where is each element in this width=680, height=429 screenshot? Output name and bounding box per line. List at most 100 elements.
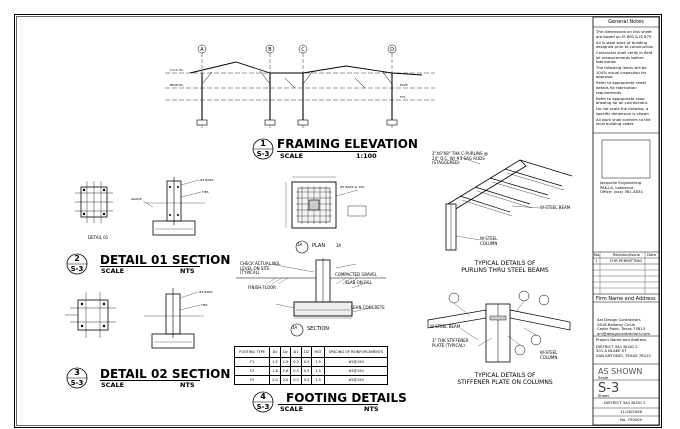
note-5: Refer to appropriate sheet details for f… (596, 80, 647, 95)
detail01-callout-sheet: S-3 (70, 265, 84, 273)
table-cell: 0.5 (300, 357, 313, 367)
svg-text:EAVE: EAVE (400, 83, 408, 87)
section-tag-bubble (290, 323, 304, 337)
firm-line-4: ani@designcontractors.com (597, 330, 651, 336)
table-cell: 0.3 (290, 366, 302, 376)
table-row: F1 1.5 1.5 0.3 0.5 1.5 #5@150 (233, 357, 388, 367)
rev-header-date: Date (647, 252, 657, 257)
note-6: Refer to appropriate shop drawing for al… (596, 95, 648, 106)
footing-note-2: COMPACTED GRAVEL (335, 272, 378, 277)
purlin-beam-label: W-STEEL BEAM (540, 205, 571, 210)
footing-details-title: FOOTING DETAILS (286, 391, 407, 405)
detail02-callout-bubble (66, 367, 88, 389)
firm-line-3: Cedar Point, Texas 75813 (597, 326, 646, 332)
section-tag: 3A (292, 325, 298, 330)
purlin-caption-line-1: TYPICAL DETAILS OF (474, 260, 536, 267)
footing-note-1: CHECK ACTUAL NGL LEVEL ON SITE (TYPICAL) (240, 261, 281, 276)
footing-callout-bubble (252, 391, 274, 413)
detail01-callout-bubble (66, 253, 88, 275)
grid-label-d: D (390, 47, 394, 53)
general-notes-title: General Notes (608, 19, 644, 25)
detail01-title-underline (100, 266, 200, 267)
detail02-callout-number: 3 (74, 368, 80, 377)
table-row: F2 1.8 1.8 0.3 0.5 1.5 #5@150 (233, 366, 388, 376)
note-2: All is steel work of building designed p… (596, 39, 654, 50)
plan-tag: 3A (297, 242, 303, 247)
note-3: Contractor shall verify in field all mea… (596, 50, 653, 65)
framing-callout-number: 1 (260, 139, 266, 148)
framing-callout-bubble (252, 138, 274, 160)
table-cell: 2.0 (269, 375, 281, 385)
svg-text:#5 BARS @ 150: #5 BARS @ 150 (340, 185, 364, 189)
scale-label: Scale (598, 375, 609, 380)
detail-01-title: DETAIL 01 SECTION (100, 253, 231, 267)
schedule-header-row: FOOTING TYPE Dx Dy D1 D2 HGT SPACING OF … (233, 346, 388, 358)
footing-scale-value: NTS (364, 405, 379, 413)
framing-elevation-title: FRAMING ELEVATION (277, 137, 418, 151)
detail02-scale-label: SCALE (101, 381, 125, 389)
table-cell: 1.8 (279, 366, 292, 376)
schedule-header-cell: Dx (269, 346, 281, 358)
framing-callout-sheet: S-3 (256, 150, 270, 158)
grid-label-a: A (200, 47, 204, 53)
detail02-callout-sheet: S-3 (70, 379, 84, 387)
svg-text:BEAM EL.: BEAM EL. (170, 83, 184, 87)
table-cell: 0.5 (300, 375, 313, 385)
engineer-line-2: PAK-LA, Lawrence (600, 184, 634, 190)
svg-text:TIES: TIES (201, 190, 209, 194)
table-cell: 0.5 (300, 366, 313, 376)
table-cell: 1.5 (311, 357, 325, 367)
framing-title-underline (277, 151, 377, 152)
detail02-title-underline (100, 380, 200, 381)
scale-value: AS SHOWN (598, 367, 643, 376)
sheet-number: S-3 (598, 381, 620, 396)
note-4: The following items will be 100% visual … (596, 65, 647, 80)
bottom-number: No. 750000 (620, 417, 643, 422)
footing-note-5: LEAN CONCRETE (351, 305, 385, 310)
grid-label-b: B (268, 47, 272, 53)
table-row: F3 2.0 2.0 0.3 0.5 1.5 #5@150 (233, 375, 388, 385)
framing-scale-label: SCALE (280, 152, 304, 160)
table-cell: F2 (233, 366, 271, 376)
footing-plan-drawing: #5 BARS @ 150 (285, 176, 367, 229)
purlin-column-label: W-STEEL COLUMN (480, 236, 498, 246)
schedule-header-cell: D1 (290, 346, 302, 358)
svg-text:#5 BARS: #5 BARS (200, 178, 214, 182)
note-8: All work shall conform to the local buil… (596, 116, 651, 127)
firm-line-2: 2818 Bellamy Circle (597, 321, 636, 327)
table-cell: 1.5 (311, 375, 325, 385)
footing-note-3: SLAB ON FILL (345, 280, 372, 285)
project-label: Project Name and Address (596, 337, 647, 342)
purlin-caption-line-2: PURLINS THRU STEEL BEAMS (461, 267, 549, 275)
framing-elevation-drawing: A B C D (165, 44, 435, 128)
table-cell: 1.8 (269, 366, 281, 376)
table-cell: F1 (233, 357, 271, 367)
detail02-scale-value: NTS (180, 381, 195, 389)
stiffener-column-label: W-STEEL COLUMN (540, 350, 558, 360)
detail01-callout-number: 2 (74, 254, 80, 263)
rev-row-issue: FOR PERMITTING (610, 258, 643, 263)
footing-callout-sheet: S-3 (256, 403, 270, 411)
table-cell: 0.3 (290, 357, 302, 367)
plan-tag-bubble (295, 240, 309, 254)
schedule-header-cell: SPACING OF REINFORCEMENTS (324, 346, 388, 358)
table-cell: F3 (233, 375, 271, 385)
note-7: Do not scale the drawing, a specific dim… (596, 106, 649, 116)
stiffener-plate-label: 3" THK STIFFENER PLATE (TYPICAL) (432, 338, 469, 348)
footing-schedule-table: FOOTING TYPE Dx Dy D1 D2 HGT SPACING OF … (233, 346, 388, 385)
table-cell: 1.5 (279, 357, 292, 367)
project-line-2: 301 A BLAKE ST (596, 348, 627, 354)
stiffener-caption-line-2: STIFFENER PLATE ON COLUMNS (457, 379, 553, 387)
schedule-header-cell: Dy (279, 346, 292, 358)
table-cell: 2.0 (279, 375, 292, 385)
bottom-date: 11/16/2006 (620, 409, 642, 414)
schedule-header-cell: HGT (311, 346, 325, 358)
grid-label-c: C (301, 47, 305, 53)
rev-row-no: 1 (595, 258, 598, 263)
footing-section-drawing (236, 258, 386, 319)
svg-text:#5 BARS: #5 BARS (199, 290, 213, 294)
stiffener-detail-drawing (427, 290, 571, 363)
